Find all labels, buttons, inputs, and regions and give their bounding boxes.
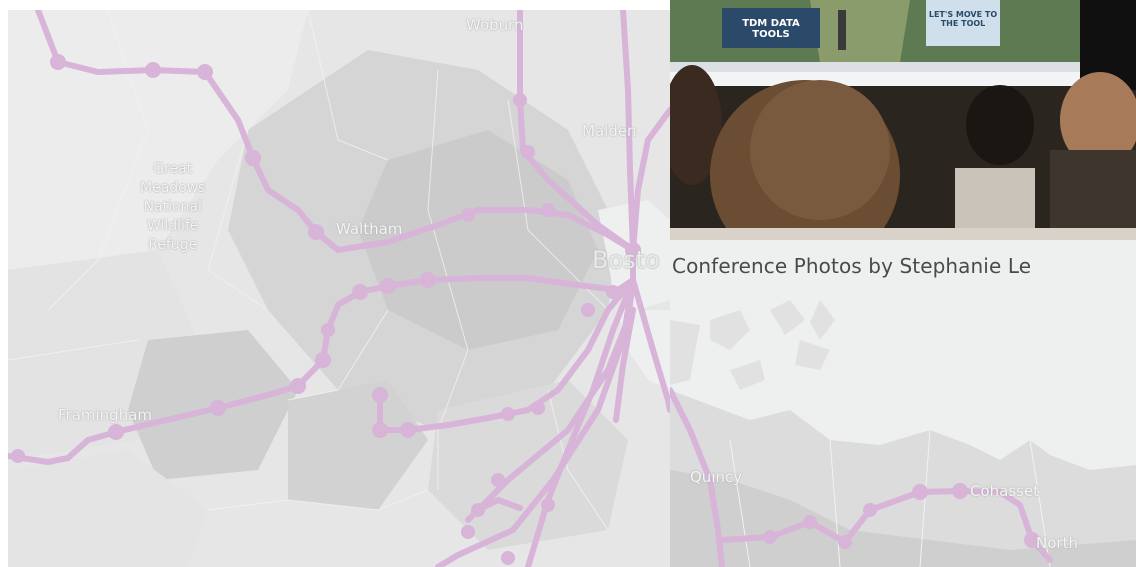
land-area — [8, 10, 308, 270]
map-label-waltham: Waltham — [336, 220, 403, 238]
audience-jacket — [1050, 150, 1136, 240]
map-label-quincy: Quincy — [690, 468, 743, 486]
map-label-cohasset: Cohasset — [970, 482, 1040, 500]
map-coastline-area[interactable]: Quincy Cohasset North — [670, 240, 1136, 567]
photo-caption: Conference Photos by Stephanie Le — [672, 254, 1032, 278]
station-markers — [11, 54, 641, 565]
map-label-woburn: Woburn — [466, 16, 524, 34]
map-label-north-scituate: North — [1036, 534, 1078, 552]
audience-head — [670, 65, 722, 185]
map-label-boston: Bosto — [592, 246, 660, 274]
municipal-boundaries — [729, 429, 1051, 567]
slide-panel-right — [926, 0, 1000, 46]
map-label-refuge: Great Meadows National Wildlife Refuge — [140, 161, 206, 253]
municipal-boundaries — [8, 10, 609, 531]
coastline-canvas — [670, 240, 1136, 567]
land-area — [358, 130, 598, 350]
map-canvas — [8, 10, 670, 567]
audience-head — [966, 85, 1034, 165]
slide-text-left: TDM DATA TOOLS — [742, 18, 800, 40]
harbor-islands — [670, 300, 835, 390]
slide-panel-left — [722, 8, 820, 48]
slide-text-right: LET'S MOVE TO THE TOOL — [928, 10, 998, 28]
map-label-malden: Malden — [582, 122, 637, 140]
chair-backs — [670, 228, 1136, 240]
map-label-framingham: Framingham — [58, 406, 153, 424]
transit-map[interactable]: Woburn Malden Waltham Bosto Framingham G… — [8, 10, 670, 567]
conference-photo: TDM DATA TOOLS LET'S MOVE TO THE TOOL — [670, 0, 1136, 240]
audience-head — [1060, 72, 1136, 168]
south-shore-land — [670, 470, 1136, 567]
photo-canvas — [670, 0, 1136, 240]
station-markers — [763, 483, 1040, 549]
land-area — [288, 380, 428, 510]
land-area — [8, 450, 208, 567]
